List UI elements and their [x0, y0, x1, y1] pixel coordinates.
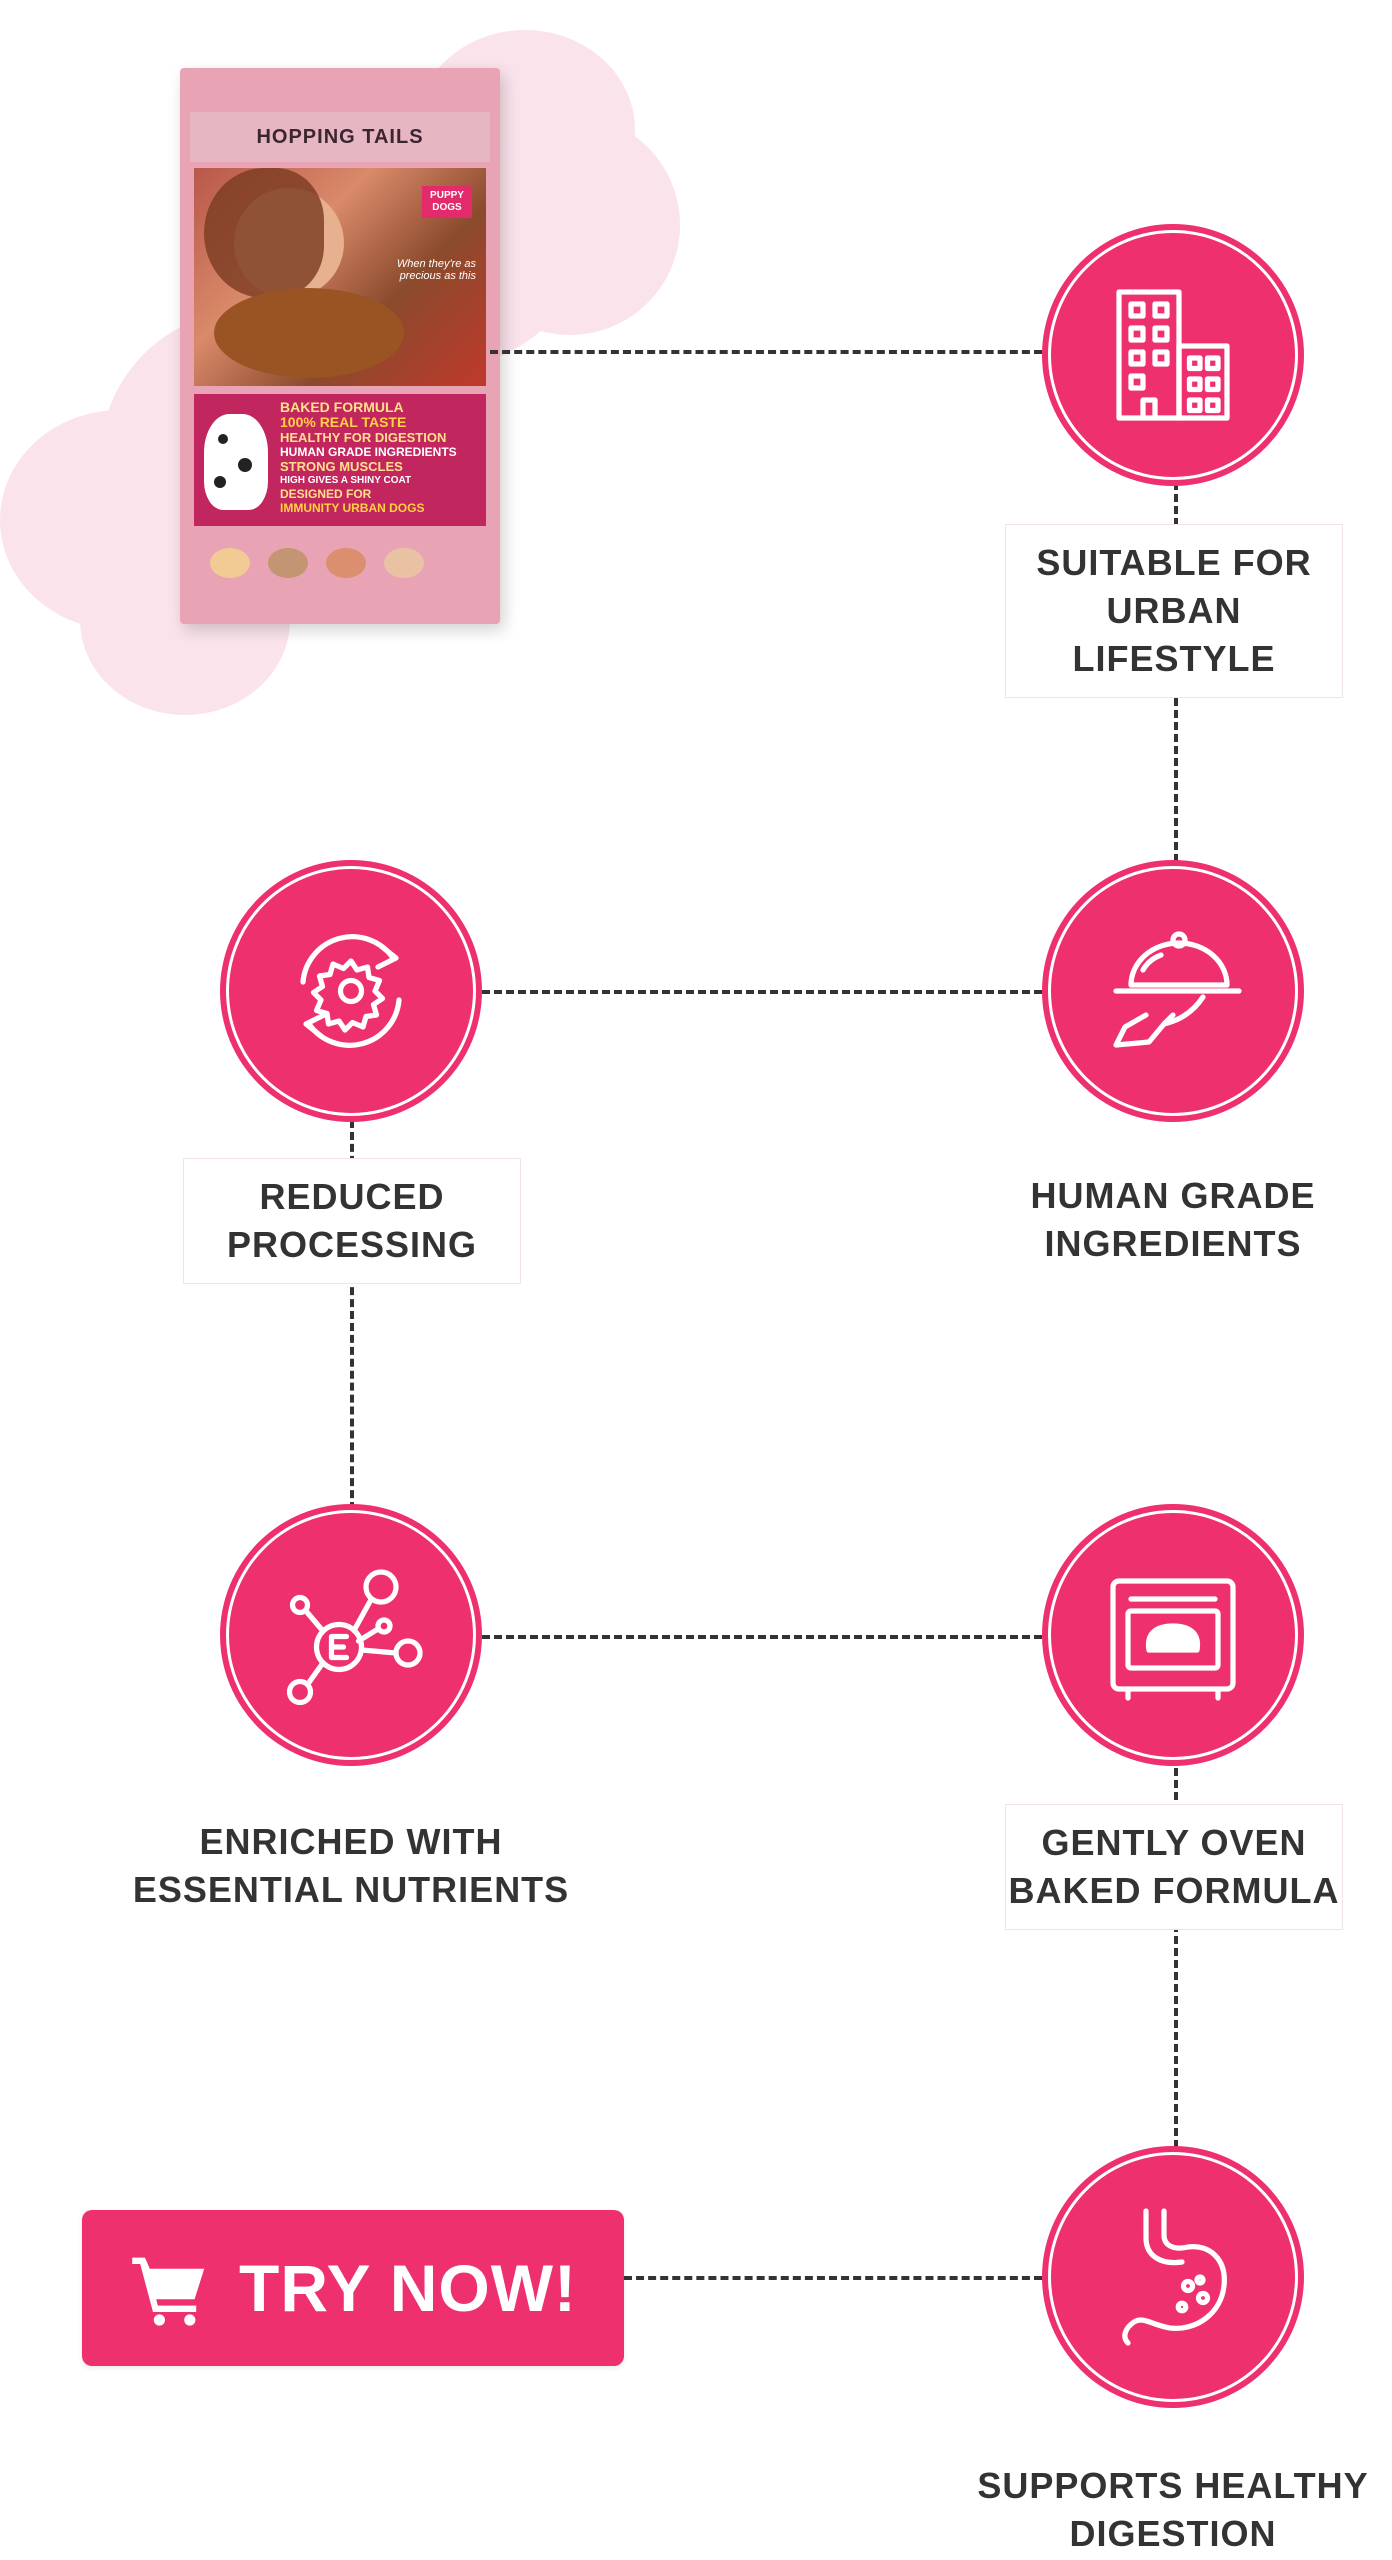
feature-digestion-line2: DIGESTION — [1069, 2513, 1277, 2554]
pack-text-line: BAKED FORMULA — [280, 399, 404, 415]
stomach-icon — [1122, 2208, 1227, 2346]
gear-cycle-icon — [300, 934, 402, 1048]
pack-info-panel: BAKED FORMULA 100% REAL TASTE HEALTHY FO… — [194, 394, 486, 526]
connector-enriched-oven — [482, 1635, 1042, 1639]
building-icon — [1116, 289, 1230, 421]
feature-human-line2: INGREDIENTS — [1044, 1223, 1302, 1264]
feature-urban-circle — [1042, 224, 1304, 486]
pack-text-line: HUMAN GRADE INGREDIENTS — [280, 445, 457, 459]
pack-text-line: IMMUNITY URBAN DOGS — [280, 501, 425, 515]
pack-brand: HOPPING TAILS — [256, 125, 424, 148]
connector-cta-digestion — [624, 2276, 1042, 2280]
feature-urban-line1: SUITABLE FOR — [1036, 542, 1312, 583]
feature-reduced-line1: REDUCED — [259, 1176, 445, 1217]
feature-reduced-label: REDUCED PROCESSING — [183, 1158, 521, 1284]
pack-bottom-illustrations — [210, 538, 460, 588]
pack-text-line: DESIGNED FOR — [280, 487, 372, 501]
try-now-button[interactable]: TRY NOW! — [82, 2210, 624, 2366]
feature-oven-circle — [1042, 1504, 1304, 1766]
feature-human-label: HUMAN GRADE INGREDIENTS — [923, 1172, 1392, 1268]
product-pack: HOPPING TAILS PUPPY DOGS When they're as… — [180, 68, 500, 624]
feature-reduced-line2: PROCESSING — [226, 1224, 478, 1265]
feature-enriched-line1: ENRICHED WITH — [199, 1821, 503, 1862]
feature-oven-line1: GENTLY OVEN — [1041, 1822, 1307, 1863]
pack-text-line: HIGH GIVES A SHINY COAT — [280, 475, 412, 486]
connector-pack-urban — [490, 350, 1042, 354]
feature-reduced-circle — [220, 860, 482, 1122]
feature-digestion-circle — [1042, 2146, 1304, 2408]
feature-oven-line2: BAKED FORMULA — [1008, 1870, 1340, 1911]
pack-text-line: 100% REAL TASTE — [280, 414, 407, 430]
pack-dog-illustration — [204, 414, 268, 510]
connector-reduced-human — [482, 990, 1042, 994]
feature-oven-label: GENTLY OVEN BAKED FORMULA — [1005, 1804, 1343, 1930]
pack-photo: PUPPY DOGS When they're as precious as t… — [194, 168, 486, 386]
feature-human-circle — [1042, 860, 1304, 1122]
oven-bread-icon — [1110, 1578, 1236, 1701]
pack-text-line: HEALTHY FOR DIGESTION — [280, 430, 447, 445]
vitamin-e-icon — [286, 1569, 423, 1706]
feature-urban-line2: URBAN LIFESTYLE — [1072, 590, 1276, 679]
feature-human-line1: HUMAN GRADE — [1030, 1175, 1316, 1216]
serving-cloche-icon — [1113, 931, 1242, 1048]
feature-urban-label: SUITABLE FOR URBAN LIFESTYLE — [1005, 524, 1343, 698]
try-now-label[interactable]: TRY NOW! — [239, 2251, 577, 2325]
feature-enriched-line2: ESSENTIAL NUTRIENTS — [132, 1869, 570, 1910]
feature-digestion-line1: SUPPORTS HEALTHY — [977, 2465, 1369, 2506]
feature-digestion-label: SUPPORTS HEALTHY DIGESTION — [923, 2462, 1392, 2558]
pack-photo-hair — [204, 168, 324, 298]
pack-text-line: STRONG MUSCLES — [280, 459, 403, 474]
feature-enriched-circle — [220, 1504, 482, 1766]
pack-photo-dog — [214, 288, 404, 378]
pack-brand-band: HOPPING TAILS — [190, 112, 490, 162]
feature-enriched-label: ENRICHED WITH ESSENTIAL NUTRIENTS — [101, 1818, 601, 1914]
connector-oven-digestion — [1174, 1768, 1178, 2148]
pack-badge: PUPPY DOGS — [422, 186, 472, 218]
pack-tagline: When they're as precious as this — [396, 258, 476, 282]
cart-icon — [132, 2257, 205, 2326]
connector-reduced-enriched — [350, 1120, 354, 1510]
